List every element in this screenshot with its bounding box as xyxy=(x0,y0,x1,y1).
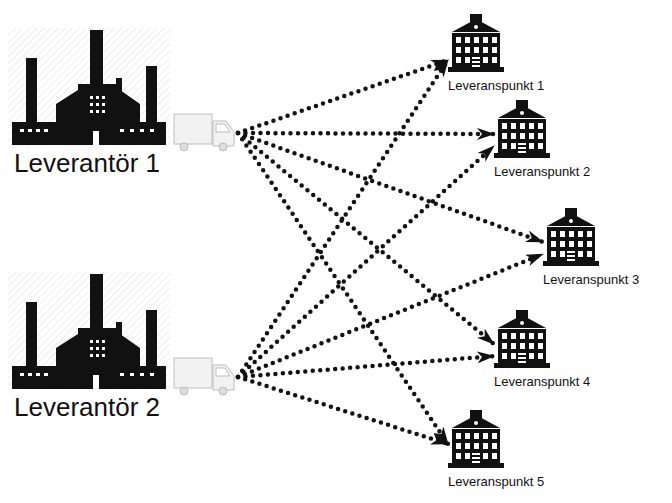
building-illustration xyxy=(494,100,550,158)
delivery-point-name: Leveranspunkt 2 xyxy=(494,164,590,179)
dotted-arrow xyxy=(238,133,543,242)
hatch-ground xyxy=(8,272,170,390)
factory-windows xyxy=(20,96,154,145)
supplier-node: Leverantör 2 xyxy=(8,272,238,424)
building-windows xyxy=(551,219,592,261)
delivery-point-name: Leveranspunkt 4 xyxy=(494,374,590,389)
supplier-node: Leverantör 1 xyxy=(8,28,238,180)
building-icon xyxy=(448,14,504,72)
factory-illustration xyxy=(8,272,238,397)
dotted-arrow xyxy=(238,60,448,133)
building-icon xyxy=(494,310,550,368)
dotted-arrow xyxy=(238,356,494,377)
building-illustration xyxy=(543,208,599,266)
dotted-arrow xyxy=(238,377,448,444)
building-illustration xyxy=(448,410,504,468)
building-icon xyxy=(494,100,550,158)
building-illustration xyxy=(494,310,550,368)
building-windows xyxy=(456,421,497,463)
factory-windows xyxy=(20,340,154,389)
dotted-arrow xyxy=(238,133,448,444)
delivery-point-name: Leveranspunkt 3 xyxy=(543,272,639,287)
supplier-name: Leverantör 1 xyxy=(14,148,160,178)
factory-illustration xyxy=(8,28,238,153)
building-windows xyxy=(456,25,497,67)
delivery-point-name: Leveranspunkt 1 xyxy=(448,78,544,93)
truck-icon xyxy=(174,114,234,151)
building-icon xyxy=(543,208,599,266)
delivery-point-node: Leveranspunkt 4 xyxy=(494,310,592,391)
dotted-arrow xyxy=(238,133,494,134)
hatch-ground xyxy=(8,28,170,146)
dotted-arrow xyxy=(238,146,494,377)
building-windows xyxy=(502,321,543,363)
factory-icon xyxy=(12,30,166,145)
delivery-point-node: Leveranspunkt 5 xyxy=(448,410,546,491)
building-icon xyxy=(448,410,504,468)
supplier-name: Leverantör 2 xyxy=(14,392,160,422)
delivery-point-name: Leveranspunkt 5 xyxy=(448,474,544,489)
building-illustration xyxy=(448,14,504,72)
building-windows xyxy=(502,111,543,153)
delivery-point-node: Leveranspunkt 1 xyxy=(448,14,546,95)
delivery-point-node: Leveranspunkt 3 xyxy=(543,208,641,289)
delivery-point-node: Leveranspunkt 2 xyxy=(494,100,592,181)
factory-icon xyxy=(12,274,166,389)
dotted-arrow xyxy=(238,254,543,377)
dotted-arrow xyxy=(238,60,448,377)
truck-icon xyxy=(174,358,234,395)
dotted-arrow xyxy=(238,133,494,344)
